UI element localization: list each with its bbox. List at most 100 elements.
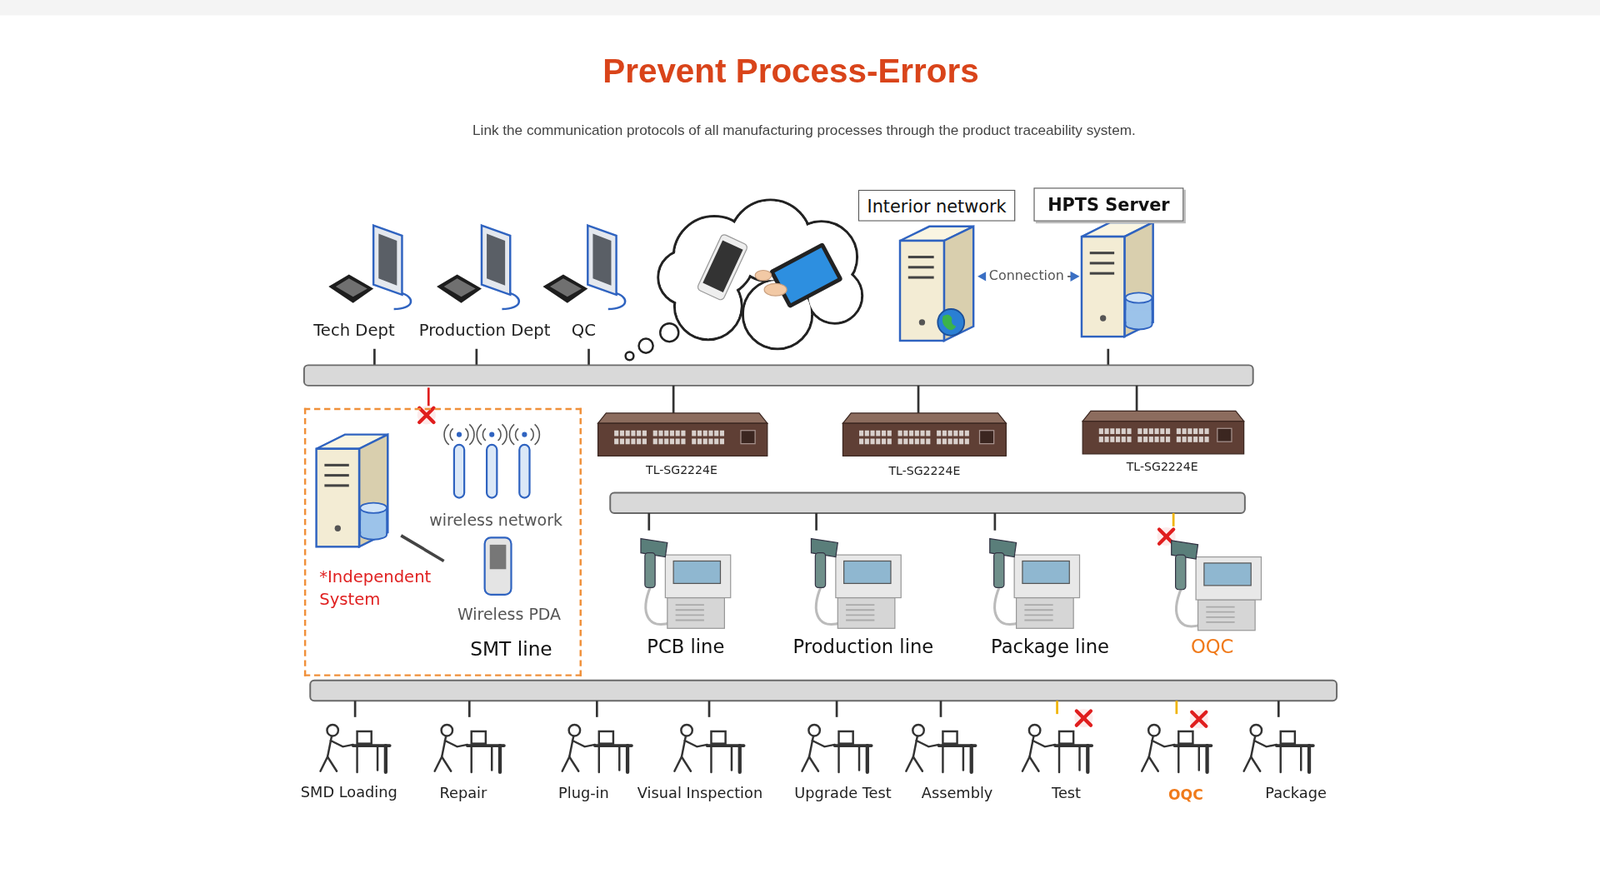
bus-drop-line [475, 349, 478, 366]
server-icon [316, 435, 389, 548]
switch-port [881, 430, 886, 437]
keyboard-keys [335, 278, 368, 297]
station-table-leg [970, 745, 974, 773]
operator-arms [1151, 740, 1175, 747]
terminal-key-row [675, 604, 705, 606]
workstation-icon [328, 225, 411, 310]
antenna-tip [521, 432, 527, 438]
database-cylinder-fill [360, 520, 386, 535]
station-table-leg [1177, 745, 1180, 773]
barcode-scanner-station [810, 539, 901, 630]
switch-port [909, 430, 914, 437]
department-label: QC [571, 320, 596, 340]
switch-port [1110, 428, 1115, 435]
operator-arms [1032, 740, 1055, 747]
tablet-icon [769, 242, 844, 310]
operator-station-icon [674, 725, 744, 773]
switch-port [915, 439, 920, 445]
wireless-antenna-icon [509, 424, 540, 498]
terminal-key-row [1205, 616, 1235, 619]
switch-port [875, 430, 880, 437]
switch-port [859, 439, 864, 445]
switch-port [1115, 436, 1120, 443]
antenna-wave [482, 428, 485, 441]
operator-legs [562, 757, 580, 772]
blocked-mark-stroke [419, 408, 434, 423]
process-label: Repair [439, 785, 487, 802]
switch-port [697, 439, 702, 445]
switch-port [691, 430, 696, 437]
station-table-leg [384, 745, 388, 773]
server-front [316, 449, 360, 548]
operator-arms [572, 740, 595, 747]
scanner-handle [1175, 555, 1186, 590]
operator-body [681, 736, 686, 757]
terminal-key-row [1205, 611, 1235, 614]
blocked-mark-ground [1074, 709, 1093, 728]
switch-port [1126, 436, 1131, 443]
switch-port [1160, 428, 1165, 435]
server-side [1124, 222, 1153, 337]
switch-port [1187, 428, 1192, 435]
switch-model-label: TL-SG2224E [645, 463, 718, 477]
server-icon [900, 226, 974, 341]
bus-drop-line [1135, 385, 1139, 412]
switch-port [1176, 436, 1181, 443]
bus-drop-line [647, 513, 650, 531]
line-label: Package line [990, 635, 1110, 658]
switch-port [859, 430, 864, 437]
process-label: OQC [1168, 786, 1204, 804]
station-table-leg [1280, 745, 1282, 773]
barcode-scanner-station [1171, 540, 1262, 631]
bus-drop-line [373, 349, 376, 366]
station-table-leg [710, 745, 712, 773]
station-monitor [942, 731, 957, 745]
antenna-body [454, 445, 465, 499]
blocked-mark-stroke [1076, 710, 1091, 725]
process-label: Package [1265, 785, 1327, 802]
server-slot [1090, 272, 1115, 275]
department-label: Production Dept [419, 320, 551, 340]
terminal-key-row [845, 609, 875, 611]
switch-port [1099, 428, 1104, 435]
terminal-key-row [1205, 606, 1235, 609]
station-table-leg [738, 745, 742, 773]
tablet-body [769, 242, 844, 310]
switch-port [670, 439, 675, 445]
operator-body [1250, 736, 1255, 757]
keyboard [542, 274, 588, 303]
operator-legs [905, 757, 923, 772]
top-band [0, 0, 1600, 15]
switch-port [920, 430, 925, 437]
server-slot [908, 276, 935, 280]
scanner-handle [815, 553, 825, 589]
switch-port [875, 439, 880, 445]
operator-legs [1141, 757, 1159, 772]
keyboard-keys [550, 278, 582, 297]
server-button [919, 319, 925, 325]
antenna-body [486, 445, 497, 499]
switch-port [664, 439, 669, 445]
bus-drop-line [940, 700, 943, 718]
operator-head [326, 725, 338, 736]
terminal-screen [673, 560, 720, 584]
switch-port [925, 430, 930, 437]
network-switch-icon [1082, 410, 1244, 454]
operator-legs [1022, 757, 1040, 772]
terminal-screen [1022, 560, 1070, 584]
switch-port [636, 430, 641, 437]
switch-port [680, 439, 685, 445]
keyboard [328, 274, 374, 303]
switch-port [653, 430, 658, 437]
station-monitor [710, 731, 725, 745]
switch-model-label: TL-SG2224E [888, 465, 960, 479]
switch-port [1205, 436, 1210, 443]
switch-top [598, 413, 768, 424]
switch-port [714, 439, 719, 445]
wireless-antenna-icon [444, 424, 475, 498]
switch-port [1121, 436, 1126, 443]
terminal-key-row [675, 620, 705, 622]
switch-port [658, 430, 663, 437]
switch-port [708, 430, 713, 437]
